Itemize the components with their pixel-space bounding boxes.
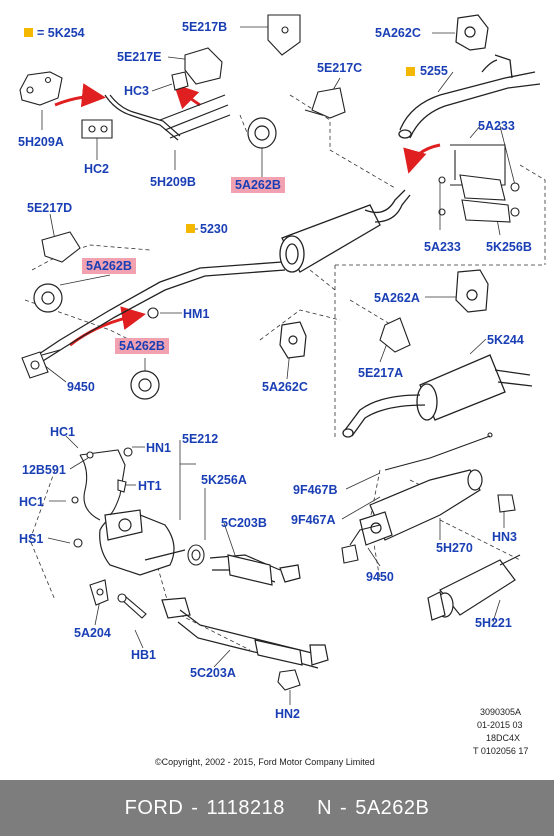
exhaust-diagram: = 5K254 5E217B 5E217E HC3 5H209A HC2 5H2… xyxy=(18,14,546,767)
callout-9f467b[interactable]: 9F467B xyxy=(293,483,338,497)
callout-hb1[interactable]: HB1 xyxy=(131,648,157,662)
callout-5h270[interactable]: 5H270 xyxy=(436,541,473,555)
nut-hm1 xyxy=(147,307,159,319)
callout-5e217c[interactable]: 5E217C xyxy=(317,61,363,75)
bracket-hc3 xyxy=(171,47,223,91)
bracket-5e217b xyxy=(267,14,301,56)
clamp-5k256a xyxy=(187,544,205,566)
callout-hc2[interactable]: HC2 xyxy=(84,162,110,176)
rear-muffler-5k244 xyxy=(342,354,533,438)
filter-5h221 xyxy=(427,554,521,621)
footer-separator-2: - xyxy=(340,796,348,819)
callout-5a262c-mid[interactable]: 5A262C xyxy=(262,380,308,394)
sensor-9450-right xyxy=(341,524,381,564)
ref-code-line-4: T 0102056 17 xyxy=(473,746,529,756)
footer-text: FORD-1118218 N-5A262B xyxy=(121,797,434,820)
callout-hs1[interactable]: HS1 xyxy=(19,532,44,546)
callout-5k244[interactable]: 5K244 xyxy=(487,333,524,347)
callout-5a262c-top[interactable]: 5A262C xyxy=(375,26,421,40)
callout-hn2[interactable]: HN2 xyxy=(275,707,301,721)
catalyst-5h270 xyxy=(359,469,483,546)
callout-5230[interactable]: 5230 xyxy=(200,222,228,236)
callout-9450-right[interactable]: 9450 xyxy=(366,570,394,584)
hanger-rod-5h209b xyxy=(104,94,231,141)
callout-5h209b[interactable]: 5H209B xyxy=(150,175,196,189)
callout-5a262b-left[interactable]: 5A262B xyxy=(82,258,136,274)
legend-swatch-5230 xyxy=(186,224,195,233)
callout-hn3[interactable]: HN3 xyxy=(492,530,518,544)
callout-5a262b-mid[interactable]: 5A262B xyxy=(115,338,169,354)
insulator-5a262a xyxy=(455,269,489,313)
callout-12b591[interactable]: 12B591 xyxy=(22,463,66,477)
nut-hn3 xyxy=(497,494,516,513)
insulator-5a262b-left xyxy=(33,283,63,313)
bracket-5e217c xyxy=(304,87,346,119)
callout-5a262a[interactable]: 5A262A xyxy=(374,291,420,305)
callout-5e217d[interactable]: 5E217D xyxy=(27,201,73,215)
wire-9f467b xyxy=(384,432,493,471)
nut-hn2 xyxy=(277,669,301,691)
insulator-5a262b-top xyxy=(247,117,277,149)
callout-hm1[interactable]: HM1 xyxy=(183,307,210,321)
callout-5255[interactable]: 5255 xyxy=(420,64,448,78)
flange-left xyxy=(21,349,61,379)
footer-brand: FORD xyxy=(124,796,184,819)
legend-swatch-5255 xyxy=(406,67,415,76)
callout-ht1[interactable]: HT1 xyxy=(138,479,162,493)
callout-5h221[interactable]: 5H221 xyxy=(475,616,512,630)
bracket-5e217d xyxy=(41,231,81,263)
callout-hc1-top[interactable]: HC1 xyxy=(50,425,76,439)
insulator-5a262b-mid xyxy=(130,370,160,400)
exhaust-drawing xyxy=(19,14,546,705)
callout-5e212[interactable]: 5E212 xyxy=(182,432,219,446)
pipe-5255 xyxy=(398,54,541,139)
ref-code-line-2: 01-2015 03 xyxy=(477,720,523,730)
copyright-text: ©Copyright, 2002 - 2015, Ford Motor Comp… xyxy=(155,757,375,767)
insulator-5a262c-mid xyxy=(279,321,307,359)
pipe-5c203a xyxy=(161,597,329,669)
bracket-5e217a xyxy=(379,317,411,353)
clamp-hc2 xyxy=(81,119,113,139)
callout-5a233-bottom[interactable]: 5A233 xyxy=(424,240,461,254)
callout-5k256a[interactable]: 5K256A xyxy=(201,473,247,487)
callout-hc1-left[interactable]: HC1 xyxy=(19,495,45,509)
bracket-5a204 xyxy=(89,579,109,606)
callout-hc3[interactable]: HC3 xyxy=(124,84,150,98)
callout-5h209a[interactable]: 5H209A xyxy=(18,135,64,149)
callout-5e217a[interactable]: 5E217A xyxy=(358,366,404,380)
callout-5a233-top[interactable]: 5A233 xyxy=(478,119,515,133)
footer-part-code: 5A262B xyxy=(355,796,430,819)
callout-5c203a[interactable]: 5C203A xyxy=(190,666,236,680)
callout-9450-left[interactable]: 9450 xyxy=(67,380,95,394)
callout-5e217b[interactable]: 5E217B xyxy=(182,20,228,34)
footer-part-number: 1118218 xyxy=(206,796,285,819)
callout-5a204[interactable]: 5A204 xyxy=(74,626,111,640)
pipe-5c203b xyxy=(209,554,301,586)
bolt-hb1 xyxy=(117,593,147,619)
footer-separator: - xyxy=(191,796,199,819)
footer-n-label: N xyxy=(317,796,333,819)
main-pipe-5230 xyxy=(29,189,411,367)
sensor-wire-12b591 xyxy=(71,447,133,521)
legend-label: = 5K254 xyxy=(37,26,85,40)
ref-code-line-1: 3090305A xyxy=(480,707,522,717)
callout-5e217e[interactable]: 5E217E xyxy=(117,50,162,64)
clamp-5a233 xyxy=(438,144,520,223)
catalytic-converter-5e212 xyxy=(99,509,186,576)
callout-5k256b[interactable]: 5K256B xyxy=(486,240,532,254)
ref-code-line-3: 18DC4X xyxy=(486,733,521,743)
callout-9f467a[interactable]: 9F467A xyxy=(291,513,336,527)
callout-hn1[interactable]: HN1 xyxy=(146,441,172,455)
callout-5a262b-top[interactable]: 5A262B xyxy=(231,177,285,193)
footer-bar: FORD-1118218 N-5A262B xyxy=(0,780,554,836)
callout-5c203b[interactable]: 5C203B xyxy=(221,516,267,530)
stud-hs1 xyxy=(73,538,83,548)
legend-swatch xyxy=(24,28,33,37)
insulator-5a262c-top xyxy=(455,14,489,51)
bracket-5h209a xyxy=(19,71,63,106)
red-arrows xyxy=(54,83,441,347)
